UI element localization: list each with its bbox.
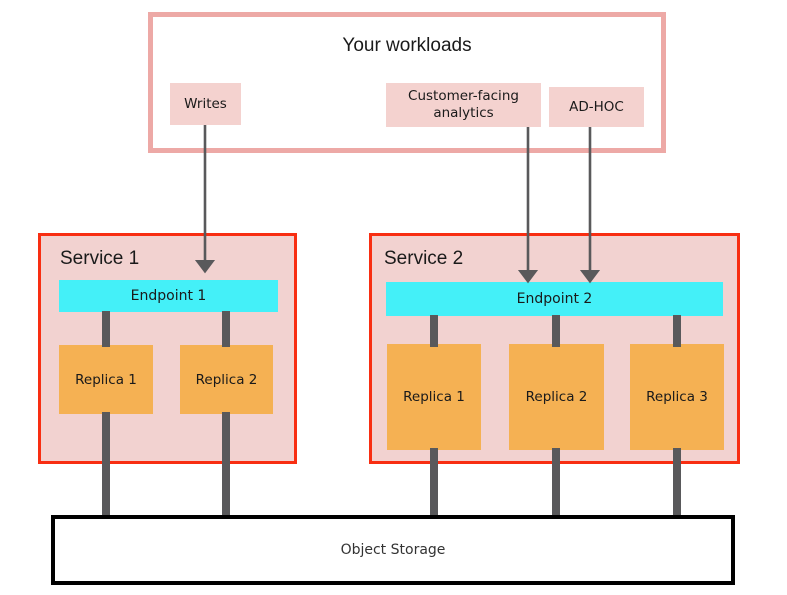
connector-endpoint1-to-replica2	[222, 311, 230, 347]
connector-endpoint2-to-replica1	[430, 315, 438, 347]
connector-endpoint1-to-replica1	[102, 311, 110, 347]
service-1-label: Service 1	[60, 248, 140, 269]
connector-s1-replica1-to-storage	[102, 412, 110, 518]
service-1-replica-1[interactable]: Replica 1	[59, 345, 153, 414]
your-workloads-container	[148, 12, 666, 153]
service-1-endpoint[interactable]: Endpoint 1	[59, 280, 278, 312]
service-2-label: Service 2	[384, 248, 464, 269]
connector-s2-replica3-to-storage	[673, 448, 681, 518]
service-2-endpoint[interactable]: Endpoint 2	[386, 282, 723, 316]
service-2-replica-3[interactable]: Replica 3	[630, 344, 724, 450]
connector-s2-replica2-to-storage	[552, 448, 560, 518]
service-1-replica-2[interactable]: Replica 2	[180, 345, 273, 414]
object-storage-box: Object Storage	[51, 515, 735, 585]
workload-chip-writes[interactable]: Writes	[170, 83, 241, 125]
your-workloads-title: Your workloads	[342, 35, 472, 56]
service-2-replica-2[interactable]: Replica 2	[509, 344, 604, 450]
connector-s2-replica1-to-storage	[430, 448, 438, 518]
connector-endpoint2-to-replica3	[673, 315, 681, 347]
service-2-replica-1[interactable]: Replica 1	[387, 344, 481, 450]
workload-chip-customer-facing-analytics[interactable]: Customer-facing analytics	[386, 83, 541, 127]
connector-s1-replica2-to-storage	[222, 412, 230, 518]
workload-chip-ad-hoc[interactable]: AD-HOC	[549, 87, 644, 127]
connector-endpoint2-to-replica2	[552, 315, 560, 347]
